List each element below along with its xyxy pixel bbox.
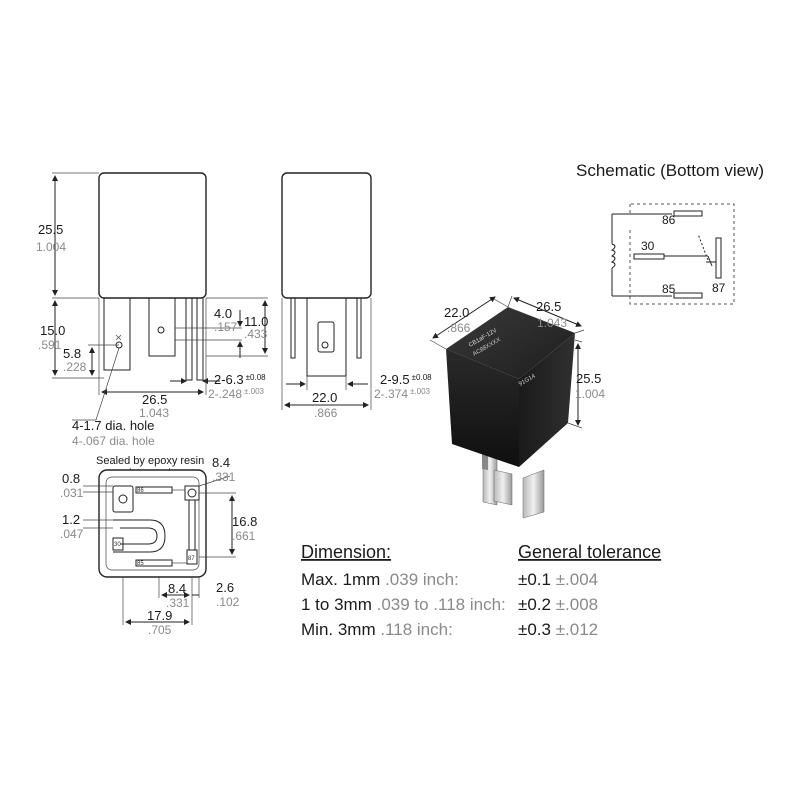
tol-row-1-tol: ±0.1 ±.004 (518, 570, 598, 589)
front-width-in: 1.043 (139, 406, 169, 420)
terminal-width-mm: 4.0 (214, 306, 232, 321)
bottom-body (98, 469, 207, 578)
bottom-pin-87: 87 (188, 556, 195, 562)
tol-row-2-tol: ±0.2 ±.008 (518, 595, 598, 614)
side-width-in: .866 (314, 406, 338, 420)
terminal-width-in: .157 (214, 320, 238, 334)
left-b-in: .047 (60, 527, 84, 541)
relay-front-face (446, 349, 519, 467)
sealed-label: Sealed by epoxy resin (96, 455, 204, 467)
front-terminal-small (185, 297, 193, 381)
pin-87-label: 87 (712, 281, 726, 295)
pin-length-mm: 15.0 (40, 323, 65, 338)
top-right-in: .331 (212, 470, 236, 484)
top-right-mm: 8.4 (212, 455, 230, 470)
left-a-in: .031 (60, 486, 84, 500)
photo-depth-mm: 22.0 (444, 305, 469, 320)
pin-85-label: 85 (662, 282, 676, 296)
pin-offset-mm: 5.8 (63, 346, 81, 361)
front-terminal-large (103, 298, 131, 371)
schematic: Schematic (Bottom view) 86 85 30 87 (576, 161, 764, 305)
photo-depth-in: .866 (447, 321, 471, 335)
front-width-mm: 26.5 (142, 392, 167, 407)
bottom-pin-30: 30 (114, 542, 121, 548)
pin-86-label: 86 (662, 213, 676, 227)
side-terminal (306, 298, 347, 377)
pin-30-label: 30 (641, 239, 655, 253)
tolerance-dim-header: Dimension: (301, 542, 391, 562)
bottom-a-mm: 8.4 (168, 581, 186, 596)
relay-photo: CB1aF-12V AC88XXXX 91G14 22.0 .866 26.5 … (429, 295, 605, 519)
side-width-mm: 22.0 (312, 390, 337, 405)
bottom-pin-86: 86 (137, 488, 144, 494)
bottom-view: Sealed by epoxy resin 86 85 30 87 0.8 .0… (60, 455, 257, 637)
photo-width-in: 1.043 (537, 316, 567, 330)
right-mm: 16.8 (232, 514, 257, 529)
photo-height-in: 1.004 (575, 387, 605, 401)
bottom-w-in: .705 (148, 623, 172, 637)
terminal-height-mm: 11.0 (244, 314, 268, 329)
tol-row-3-dim: Min. 3mm .118 inch: (301, 620, 453, 639)
bottom-b-mm: 2.6 (216, 580, 234, 595)
left-a-mm: 0.8 (62, 471, 80, 486)
bottom-a-in: .331 (166, 596, 190, 610)
bottom-b-in: .102 (216, 595, 240, 609)
right-in: .661 (232, 529, 256, 543)
pin-length-in: .591 (38, 338, 62, 352)
front-terminal-medium (148, 297, 176, 357)
front-height-mm: 25.5 (38, 222, 63, 237)
front-view: 25.5 1.004 15.0 .591 5.8 .228 4.0 .157 1… (36, 172, 268, 448)
photo-height-mm: 25.5 (576, 371, 601, 386)
large-terminal-mm: 2-9.5±0.08 (380, 372, 432, 387)
tol-row-1-dim: Max. 1mm .039 inch: (301, 570, 459, 589)
large-terminal-in: 2-.374±.003 (374, 387, 431, 401)
left-b-mm: 1.2 (62, 512, 80, 527)
photo-width-mm: 26.5 (536, 299, 561, 314)
coil-icon (610, 243, 616, 269)
terminal-height-in: .433 (244, 327, 268, 341)
tolerance-tol-header: General tolerance (518, 542, 661, 562)
tol-row-3-tol: ±0.3 ±.012 (518, 620, 598, 639)
side-relay-body (281, 172, 372, 299)
bottom-w-mm: 17.9 (147, 608, 172, 623)
front-terminal-small-2 (196, 297, 204, 381)
side-view: 22.0 .866 2-9.5±0.08 2-.374±.003 (281, 172, 432, 420)
small-terminal-in: 2-.248±.003 (208, 387, 265, 401)
relay-side-face (519, 333, 575, 467)
small-terminal-mm: 2-6.3±0.08 (214, 372, 266, 387)
tolerance-table: Dimension: General tolerance Max. 1mm .0… (301, 542, 661, 639)
bottom-pin-85: 85 (137, 561, 144, 567)
schematic-title: Schematic (Bottom view) (576, 161, 764, 180)
front-relay-body (98, 172, 207, 299)
front-height-in: 1.004 (36, 240, 66, 254)
hole-label-mm: 4-1.7 dia. hole (72, 418, 154, 433)
tol-row-2-dim: 1 to 3mm .039 to .118 inch: (301, 595, 506, 614)
hole-label-in: 4-.067 dia. hole (72, 434, 155, 448)
pin-offset-in: .228 (63, 360, 87, 374)
